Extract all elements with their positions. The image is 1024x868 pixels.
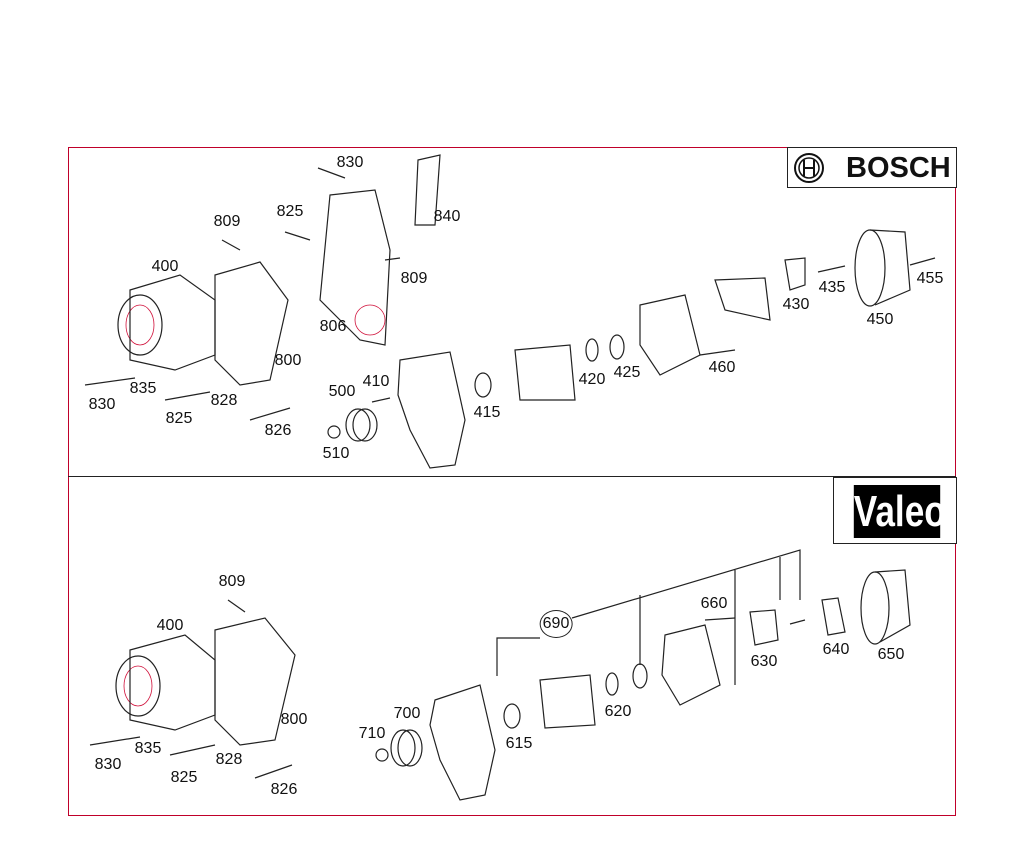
part-label: 425 (613, 364, 641, 381)
part-label: 809 (218, 573, 246, 590)
part-label: 828 (210, 392, 238, 409)
bolts-top (84, 167, 401, 421)
rotor-stator (514, 344, 576, 401)
bracket-806 (319, 189, 391, 346)
pulley-700 (375, 729, 423, 767)
bosch-logo: BOSCH (787, 147, 957, 188)
part-label-circled: 690 (539, 610, 573, 638)
screw-455 (909, 257, 936, 266)
part-label: 830 (94, 756, 122, 773)
part-label: 710 (358, 725, 386, 742)
brush-640 (821, 597, 846, 636)
part-label: 400 (151, 258, 179, 275)
regulator-630 (749, 609, 779, 646)
bosch-wordmark: BOSCH (846, 152, 951, 184)
part-label: 630 (750, 653, 778, 670)
strap-840 (414, 154, 441, 226)
part-label: 620 (604, 703, 632, 720)
part-label: 806 (319, 318, 347, 335)
ring-425 (609, 334, 625, 360)
part-label: 450 (866, 311, 894, 328)
part-label: 430 (782, 296, 810, 313)
cover-housing (397, 351, 466, 469)
valeo-wordmark: Valeo (853, 485, 946, 538)
part-label: 830 (336, 154, 364, 171)
alternator-400-top (117, 261, 289, 386)
bearing-615 (503, 703, 521, 729)
part-label: 455 (916, 270, 944, 287)
part-label: 510 (322, 445, 350, 462)
alternator-400-bottom (115, 617, 296, 746)
cover-housing-bottom (429, 684, 496, 801)
end-housing (639, 294, 701, 376)
bolts-bottom (89, 599, 806, 779)
rotor-bottom (539, 674, 596, 729)
leader-690 (496, 549, 801, 685)
pulley-500 (327, 408, 378, 442)
part-label: 835 (129, 380, 157, 397)
part-label: 825 (276, 203, 304, 220)
bosch-armature-icon (794, 153, 824, 183)
part-label: 700 (393, 705, 421, 722)
rectifier (714, 277, 771, 321)
bearing-620 (605, 672, 619, 696)
part-label: 826 (264, 422, 292, 439)
part-label: 809 (400, 270, 428, 287)
part-label: 615 (505, 735, 533, 752)
part-label: 660 (700, 595, 728, 612)
bearing-415 (474, 372, 492, 398)
part-label: 835 (134, 740, 162, 757)
part-label: 415 (473, 404, 501, 421)
part-label: 825 (165, 410, 193, 427)
part-label: 420 (578, 371, 606, 388)
part-label: 410 (362, 373, 390, 390)
part-label: 826 (270, 781, 298, 798)
bearing-420 (585, 338, 599, 362)
part-label: 460 (708, 359, 736, 376)
part-label: 828 (215, 751, 243, 768)
valeo-logo: Valeo (833, 477, 957, 544)
part-label: 640 (822, 641, 850, 658)
ring-bottom (632, 663, 648, 689)
cover-650 (860, 569, 911, 645)
bolt-460 (699, 349, 736, 356)
section-divider (68, 476, 956, 477)
part-label: 500 (328, 383, 356, 400)
part-label: 650 (877, 646, 905, 663)
end-housing-bottom (661, 624, 721, 706)
part-label: 825 (170, 769, 198, 786)
part-label: 800 (274, 352, 302, 369)
part-label: 830 (88, 396, 116, 413)
cover-450 (854, 229, 911, 307)
screw-435 (817, 265, 846, 273)
part-label: 800 (280, 711, 308, 728)
part-label: 840 (433, 208, 461, 225)
part-label: 435 (818, 279, 846, 296)
regulator-430 (784, 257, 806, 291)
part-label: 400 (156, 617, 184, 634)
part-label: 809 (213, 213, 241, 230)
